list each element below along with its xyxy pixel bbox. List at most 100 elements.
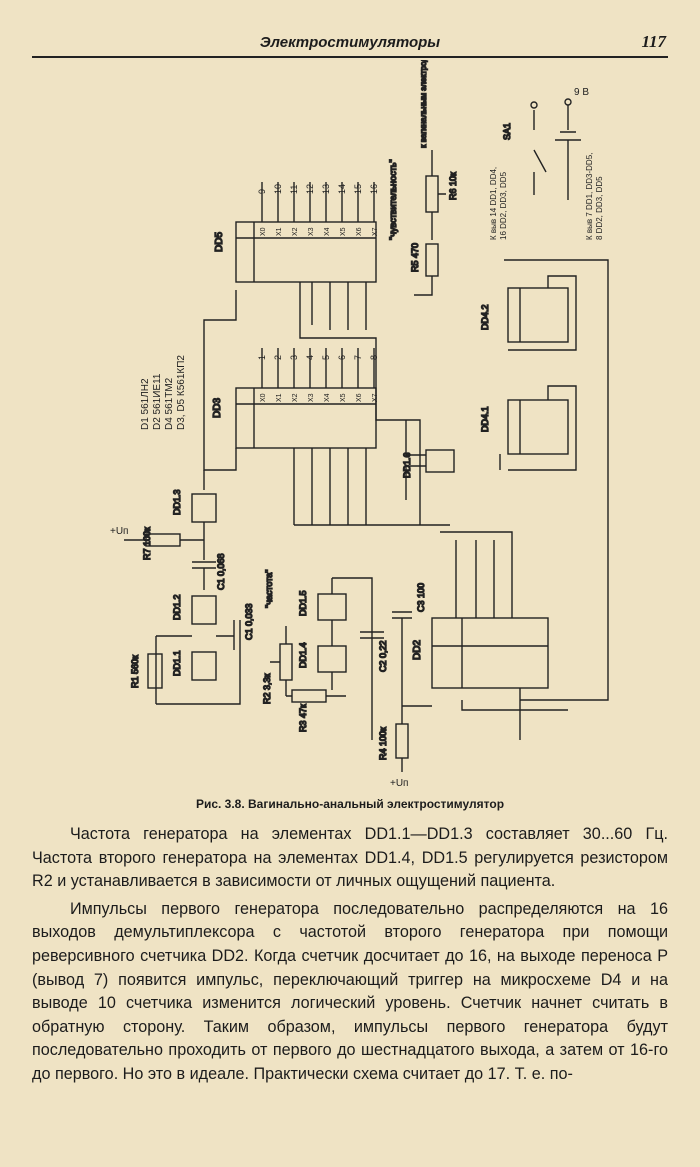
dd2-label: DD2 bbox=[412, 640, 423, 660]
dd5-pin-number: 13 bbox=[321, 184, 331, 194]
battery bbox=[555, 98, 581, 200]
dd3-input-label: X5 bbox=[340, 393, 347, 402]
power-note-1-line-1: К выв 14 DD1, DD4, bbox=[489, 167, 498, 240]
dd3-input-label: X2 bbox=[292, 393, 299, 402]
dd5-input-label: X0 bbox=[260, 227, 267, 236]
c4-label: C1 0,068 bbox=[216, 553, 226, 590]
electrodes-label: к вагинальным электродам bbox=[419, 60, 428, 148]
power-note-1-line-2: 16 DD2, DD3, DD5 bbox=[499, 171, 508, 240]
r3-resistor bbox=[286, 689, 346, 703]
sa1-label: SA1 bbox=[502, 123, 512, 140]
r1-resistor bbox=[147, 653, 163, 689]
dd3-input-label: X1 bbox=[276, 393, 283, 402]
c-0068-capacitor bbox=[192, 561, 216, 590]
parts-note-line-3: D4 561ТМ2 bbox=[164, 377, 175, 430]
c3-capacitor bbox=[392, 611, 412, 714]
r4-label: R4 100к bbox=[378, 727, 388, 760]
r3-label: R3 47к bbox=[298, 704, 308, 732]
dd1-5-label: DD1.5 bbox=[298, 590, 308, 616]
dd3-input-label: X4 bbox=[324, 393, 331, 402]
dd5-input-label: X3 bbox=[308, 227, 315, 236]
r5-label: R5 470 bbox=[410, 243, 420, 272]
c2-label: C2 0,22 bbox=[378, 640, 388, 672]
dd5-pin-number: 10 bbox=[273, 184, 283, 194]
c1-label: C1 0,033 bbox=[244, 603, 254, 640]
frequency-label: "частота" bbox=[264, 570, 274, 608]
dd2-counter bbox=[402, 531, 568, 740]
dd1-5-gate bbox=[317, 577, 373, 740]
power-note-2-line-2: 8 DD2, DD3, DD5 bbox=[595, 176, 604, 240]
dd3-input-label: X3 bbox=[308, 393, 315, 402]
parts-note-line-2: D2 561ИЕ11 bbox=[152, 373, 163, 430]
dd5-pin-number: 14 bbox=[337, 184, 347, 194]
dd3-input-label: X0 bbox=[260, 393, 267, 402]
paragraph-1: Частота генератора на элементах DD1.1—DD… bbox=[32, 825, 668, 891]
sa1-switch bbox=[530, 101, 547, 195]
dd1-1-label: DD1.1 bbox=[172, 650, 182, 676]
dd3-pin-number: 6 bbox=[337, 355, 347, 360]
dd5-input-label: X6 bbox=[356, 227, 363, 236]
dd4-1-label: DD4.1 bbox=[480, 406, 490, 432]
dd3-label: DD3 bbox=[212, 398, 223, 418]
dd5-input-label: X2 bbox=[292, 227, 299, 236]
sensitivity-label: "чувствительность" bbox=[388, 159, 398, 240]
dd5-input-label: X4 bbox=[324, 227, 331, 236]
dd3-pin-number: 4 bbox=[305, 355, 315, 360]
r2-potentiometer bbox=[270, 626, 293, 696]
r1-label: R1 560к bbox=[130, 655, 140, 688]
dd3-pin-number: 7 bbox=[353, 355, 363, 360]
battery-label: 9 В bbox=[574, 87, 589, 98]
dd1-2-label: DD1.2 bbox=[172, 594, 182, 620]
page-number: 117 bbox=[641, 32, 666, 51]
dd3-input-label: X6 bbox=[356, 393, 363, 402]
parts-note-line-1: D1 561ЛН2 bbox=[140, 378, 151, 430]
dd3-pin-number: 3 bbox=[289, 355, 299, 360]
dd4-2-label: DD4.2 bbox=[480, 304, 490, 330]
dd1-6-gate bbox=[405, 420, 455, 500]
dd5-pin-number: 16 bbox=[369, 184, 379, 194]
dd5-input-label: X7 bbox=[372, 227, 379, 236]
dd1-4-label: DD1.4 bbox=[298, 642, 308, 668]
running-title: Электростимуляторы bbox=[259, 34, 441, 51]
c1-capacitor bbox=[156, 620, 241, 705]
dd3-pin-number: 1 bbox=[257, 355, 267, 360]
dd5-pin-number: 15 bbox=[353, 184, 363, 194]
dd3-pin-number: 8 bbox=[369, 355, 379, 360]
power-note-2-line-1: К выв 7 DD1, DD3-DD5, bbox=[585, 153, 594, 240]
r7-label: R7 100к bbox=[142, 527, 152, 560]
dd1-2-gate bbox=[191, 595, 217, 625]
r4-resistor bbox=[395, 714, 409, 772]
dd5-input-label: X1 bbox=[276, 227, 283, 236]
dd4-1-flipflop bbox=[499, 385, 577, 471]
r6-label: R6 10к bbox=[448, 172, 458, 200]
body-text: Частота генератора на элементах DD1.1—DD… bbox=[32, 823, 668, 1087]
dd3-pin-number: 2 bbox=[273, 355, 283, 360]
dd5-input-label: X5 bbox=[340, 227, 347, 236]
dd1-3-label: DD1.3 bbox=[172, 489, 182, 515]
dd1-1-gate bbox=[155, 635, 217, 704]
dd1-6-label: DD1.6 bbox=[402, 452, 412, 478]
r5-resistor bbox=[414, 243, 439, 296]
supply-left: +Uп bbox=[110, 526, 128, 537]
paragraph-2: Импульсы первого генератора последовател… bbox=[32, 899, 668, 1083]
supply-bottom: +Uп bbox=[390, 778, 408, 789]
page-header: Электростимуляторы 117 bbox=[32, 32, 668, 58]
figure-caption: Рис. 3.8. Вагинально-анальный электрости… bbox=[195, 797, 505, 811]
dd4-2-flipflop bbox=[504, 259, 609, 701]
r7-resistor bbox=[124, 533, 204, 547]
dd1-4-gate bbox=[317, 620, 347, 690]
r6-potentiometer bbox=[425, 150, 446, 240]
parts-note-line-4: D3, D5 К561КП2 bbox=[176, 355, 187, 430]
dd1-3-gate bbox=[191, 493, 217, 560]
c2-capacitor bbox=[360, 631, 384, 639]
dd5-pin-number: 9 bbox=[257, 189, 267, 194]
r2-label: R2 3,3к bbox=[262, 673, 272, 704]
dd5-label: DD5 bbox=[214, 232, 225, 252]
dd5-pin-number: 11 bbox=[289, 185, 299, 194]
c3-label: C3 100 bbox=[416, 583, 426, 612]
dd3-pin-number: 5 bbox=[321, 355, 331, 360]
dd5-pin-number: 12 bbox=[305, 184, 315, 194]
